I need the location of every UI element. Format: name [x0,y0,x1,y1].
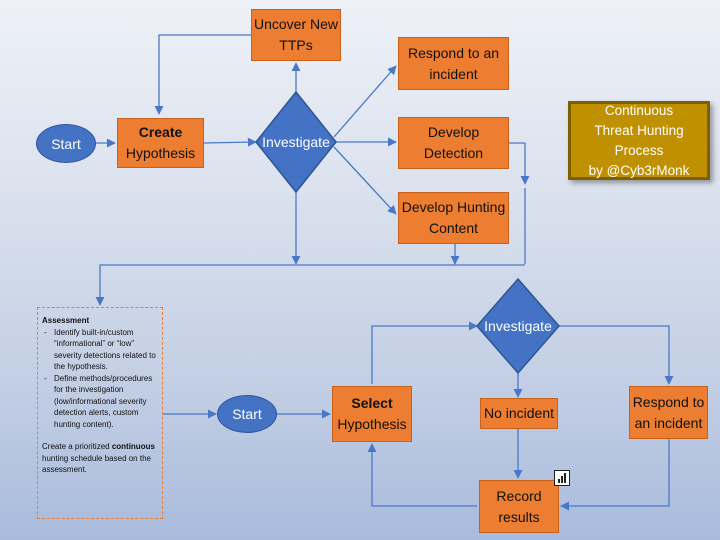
start-label-bottom: Start [232,406,262,422]
title-line-3: by @Cyb3rMonk [588,162,690,178]
create-hypothesis-box: Create Hypothesis [117,118,204,168]
record-results-line2: results [498,508,540,525]
create-hypothesis-rest: Hypothesis [125,145,196,161]
respond-top-line2: incident [429,65,478,82]
assessment-heading: Assessment [42,316,90,325]
arrow-select-to-investigate [371,321,478,384]
respond-bottom-line2: an incident [634,414,703,431]
arrow-respond-to-record [560,439,670,511]
no-incident-label: No incident [483,405,555,421]
title-line-1: Continuous [604,102,674,118]
connector-join-left [95,264,525,306]
arrow-investigate-to-hunting [333,146,397,215]
respond-incident-box-top: Respond to an incident [398,37,509,90]
uncover-ttps-box: Uncover New TTPs [251,9,341,61]
develop-hunting-line2: Content [428,220,479,236]
develop-hunting-line1: Develop Hunting [401,199,506,215]
schedule-text-end: hunting schedule based on the assessment… [42,453,151,475]
develop-detection-line2: Detection [423,145,484,161]
schedule-text-start: Create a prioritized [42,442,112,451]
uncover-ttps-line1: Uncover New [253,16,339,32]
title-box: Continuous Threat Hunting Process by @Cy… [568,101,710,180]
presentation-chart-icon[interactable] [554,470,570,486]
select-hypothesis-rest: Hypothesis [337,416,407,432]
start-node-top: Start [36,124,96,163]
investigate-diamond-bottom [476,277,560,375]
title-line-2: Threat Hunting Process [594,122,684,158]
assessment-schedule-text: Create a prioritized continuous hunting … [42,441,158,476]
assessment-bullets: Identify built-in/custom “informational”… [42,327,158,431]
assessment-bullet: Identify built-in/custom “informational”… [44,327,158,373]
respond-top-line1: Respond to an [407,44,500,61]
develop-detection-line1: Develop [427,124,480,140]
uncover-ttps-line2: TTPs [279,37,313,53]
record-results-line1: Record [496,487,542,504]
respond-incident-box-bottom: Respond to an incident [629,386,708,439]
investigate-label-bottom: Investigate [484,318,552,334]
develop-detection-box: Develop Detection [398,117,509,169]
arrow-ttps-to-create [154,34,251,115]
arrow-create-to-investigate [203,137,257,147]
arrow-investigate-to-respond [333,65,397,138]
schedule-text-bold: continuous [111,442,155,451]
arrow-investigate-to-respond2 [559,325,674,385]
start-label-top: Start [51,135,81,152]
investigate-label-top: Investigate [262,134,330,150]
arrow-detection-down [509,142,530,185]
arrow-record-to-select [367,443,477,507]
select-hypothesis-bold: Select [351,395,393,411]
select-hypothesis-box: Select Hypothesis [332,386,412,442]
record-results-box: Record results [479,480,559,533]
investigate-diamond-top [255,90,337,194]
assessment-note: Assessment Identify built-in/custom “inf… [37,307,163,519]
develop-hunting-box: Develop Hunting Content [398,192,509,244]
assessment-bullet: Define methods/procedures for the invest… [44,373,158,431]
no-incident-box: No incident [480,398,558,429]
start-node-bottom: Start [217,395,277,433]
respond-bottom-line1: Respond to [632,393,705,410]
create-hypothesis-bold: Create [138,124,183,140]
